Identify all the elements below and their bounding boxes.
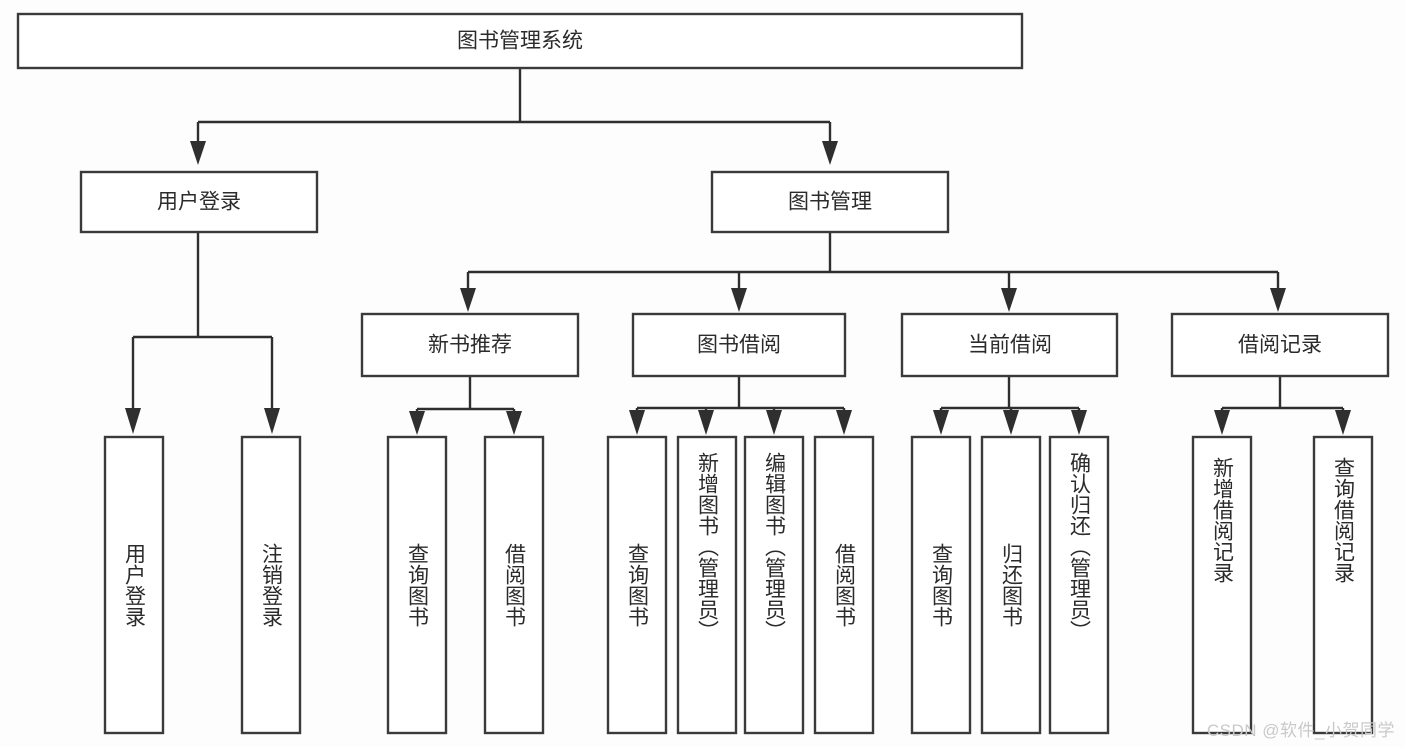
leaf-logout[interactable]: 注销登录: [240, 435, 302, 735]
leaf-query-book-recommend-box: [386, 435, 448, 735]
connector-layer: [125, 68, 1351, 435]
arrowhead-leaf-user-login: [125, 408, 141, 434]
node-new-book-recommend-label: 新书推荐: [428, 334, 512, 357]
leaf-borrow-book-recommend[interactable]: 借阅图书: [483, 435, 545, 735]
arrowhead-new-book: [460, 288, 476, 312]
leaf-add-book[interactable]: 新增图书（管理员）: [676, 435, 738, 735]
arrowhead-borrow-record: [1270, 288, 1286, 312]
node-current-borrow[interactable]: 当前借阅: [900, 312, 1119, 378]
leaf-query-book-borrow[interactable]: 查询图书: [606, 435, 668, 735]
node-user-login-box: [79, 170, 319, 234]
leaf-user-login[interactable]: 用户登录: [103, 435, 165, 735]
arrowhead-leaf-confirm-return: [1071, 410, 1087, 435]
leaf-query-borrow-record-label: 查询借阅记录: [1332, 457, 1356, 583]
node-book-borrow-label: 图书借阅: [697, 334, 781, 357]
arrowhead-leaf-query-book-a: [409, 411, 425, 435]
arrowhead-leaf-return-book: [1003, 410, 1019, 435]
arrowhead-book-mgmt: [822, 141, 838, 165]
node-root-system[interactable]: 图书管理系统: [16, 12, 1024, 70]
arrowhead-book-borrow: [731, 288, 747, 312]
arrowhead-leaf-query-book-c: [933, 410, 949, 435]
leaf-confirm-return-label: 确认归还（管理员）: [1068, 452, 1092, 641]
leaf-add-borrow-record-label: 新增借阅记录: [1211, 457, 1235, 583]
leaf-user-login-box: [103, 435, 165, 735]
node-book-management[interactable]: 图书管理: [710, 170, 950, 234]
node-user-login[interactable]: 用户登录: [79, 170, 319, 234]
node-root-label: 图书管理系统: [457, 30, 583, 53]
leaf-add-book-box: [676, 435, 738, 735]
node-current-borrow-box: [900, 312, 1119, 378]
leaf-query-book-recommend[interactable]: 查询图书: [386, 435, 448, 735]
node-root-box: [16, 12, 1024, 70]
arrowhead-leaf-borrow-book-b: [836, 410, 852, 435]
leaf-add-book-label: 新增图书（管理员）: [696, 452, 720, 641]
arrowhead-leaf-logout: [264, 408, 280, 434]
leaf-edit-book[interactable]: 编辑图书（管理员）: [743, 435, 805, 735]
arrowhead-leaf-add-book: [698, 410, 714, 435]
leaf-edit-book-box: [743, 435, 805, 735]
arrowhead-user-login: [190, 141, 206, 165]
node-user-login-label: 用户登录: [157, 191, 241, 214]
leaf-query-book-borrow-box: [606, 435, 668, 735]
leaf-logout-box: [240, 435, 302, 735]
leaf-query-book-current-label: 查询图书: [930, 543, 954, 627]
leaf-borrow-book-label: 借阅图书: [833, 543, 857, 627]
leaf-edit-book-label: 编辑图书（管理员）: [763, 452, 787, 641]
leaf-query-book-borrow-label: 查询图书: [626, 543, 650, 627]
leaf-confirm-return-box: [1048, 435, 1110, 735]
leaf-return-book-box: [980, 435, 1042, 735]
arrowhead-leaf-query-book-b: [629, 410, 645, 435]
arrowhead-leaf-query-record: [1335, 410, 1351, 435]
arrowhead-leaf-edit-book: [766, 410, 782, 435]
arrowhead-current-borrow: [1001, 288, 1017, 312]
leaf-borrow-book-box: [813, 435, 875, 735]
node-book-management-box: [710, 170, 950, 234]
leaf-return-book-label: 归还图书: [1000, 543, 1024, 627]
node-current-borrow-label: 当前借阅: [968, 334, 1052, 357]
node-book-borrow[interactable]: 图书借阅: [631, 312, 847, 378]
leaf-user-login-label: 用户登录: [123, 543, 147, 627]
leaf-add-borrow-record[interactable]: 新增借阅记录: [1191, 435, 1253, 735]
leaf-borrow-book-recommend-box: [483, 435, 545, 735]
node-book-management-label: 图书管理: [788, 191, 872, 214]
arrowhead-leaf-add-record: [1214, 410, 1230, 435]
leaf-query-borrow-record-box: [1312, 435, 1374, 735]
leaf-borrow-book-recommend-label: 借阅图书: [503, 543, 527, 627]
node-new-book-recommend[interactable]: 新书推荐: [360, 312, 580, 378]
leaf-logout-label: 注销登录: [260, 543, 284, 627]
node-borrow-record[interactable]: 借阅记录: [1170, 312, 1390, 378]
leaf-confirm-return[interactable]: 确认归还（管理员）: [1048, 435, 1110, 735]
node-book-borrow-box: [631, 312, 847, 378]
leaf-query-borrow-record[interactable]: 查询借阅记录: [1312, 435, 1374, 735]
leaf-add-borrow-record-box: [1191, 435, 1253, 735]
arrowhead-leaf-borrow-book-a: [506, 411, 522, 435]
leaf-query-book-current-box: [910, 435, 972, 735]
leaf-return-book[interactable]: 归还图书: [980, 435, 1042, 735]
node-new-book-recommend-box: [360, 312, 580, 378]
node-borrow-record-label: 借阅记录: [1238, 334, 1322, 357]
node-borrow-record-box: [1170, 312, 1390, 378]
leaf-query-book-current[interactable]: 查询图书: [910, 435, 972, 735]
leaf-borrow-book[interactable]: 借阅图书: [813, 435, 875, 735]
leaf-query-book-recommend-label: 查询图书: [406, 543, 430, 627]
